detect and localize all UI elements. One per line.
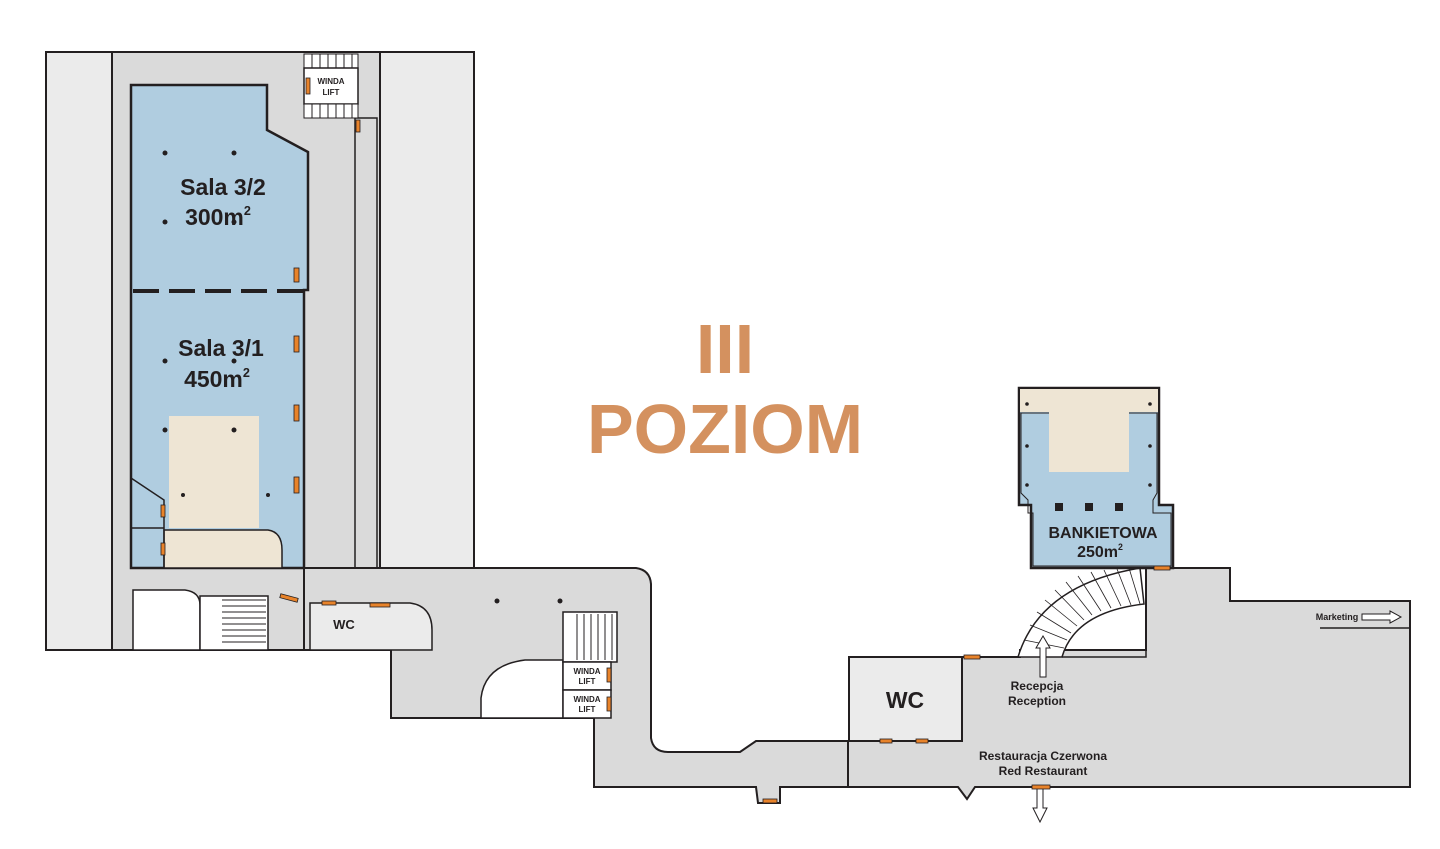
stage-front <box>163 529 283 569</box>
spiral-staircase-steps <box>1023 567 1141 649</box>
left-light-strip <box>45 51 113 651</box>
reception-label-en: Reception <box>1008 694 1066 708</box>
wc-large-room <box>848 656 963 742</box>
lift-top-pl: WINDA <box>317 77 344 86</box>
middle-corridor <box>303 567 963 804</box>
lift-middle-upper <box>562 661 612 691</box>
reception-label-pl: Recepcja <box>1011 679 1064 693</box>
sala-3-1-area: 450m2 <box>184 366 250 392</box>
inner-corridor-rail <box>354 117 378 569</box>
right-inner-wall <box>1062 604 1147 658</box>
wc-small-label: WC <box>333 617 355 632</box>
doors <box>160 77 1171 804</box>
sala-3-2-name: Sala 3/2 <box>180 174 266 200</box>
floor-title-numeral: III <box>696 310 754 388</box>
stairs-left-bottom-steps <box>222 599 266 643</box>
stairs-left-bottom <box>199 595 269 651</box>
restaurant-label-en: Red Restaurant <box>999 764 1088 778</box>
reception-arrow <box>1035 635 1051 678</box>
stairs-middle <box>562 611 618 663</box>
marketing-label: Marketing <box>1316 612 1359 622</box>
banquet-stage <box>1049 412 1129 472</box>
columns-left <box>162 150 270 497</box>
column-mid-1 <box>494 598 500 604</box>
restaurant-arrow <box>1032 785 1048 824</box>
lift-middle-upper-pl: WINDA <box>573 667 600 676</box>
stairs-top-2-steps <box>311 104 353 118</box>
bankietowa-name: BANKIETOWA <box>1048 525 1157 542</box>
right-light-block <box>379 51 475 569</box>
lift-top-en: LIFT <box>323 88 340 97</box>
left-bottom-room <box>132 589 201 651</box>
lift-middle-lower-pl: WINDA <box>573 695 600 704</box>
lift-middle-lower-en: LIFT <box>579 705 596 714</box>
banquet-hall-inner <box>1020 412 1172 567</box>
restaurant-label-pl: Restauracja Czerwona <box>979 749 1107 763</box>
stairs-top-1-steps <box>311 54 353 68</box>
right-corridor <box>847 567 1411 801</box>
stage-sala-3-1 <box>169 416 259 528</box>
marketing-arrow <box>1361 610 1403 624</box>
lift-top <box>303 67 359 105</box>
banquet-columns <box>1025 402 1152 511</box>
sala-3-1-name: Sala 3/1 <box>178 335 264 361</box>
floor-title-word: POZIOM <box>587 390 863 468</box>
wc-small-room <box>309 602 433 651</box>
column-mid-2 <box>557 598 563 604</box>
banquet-top-strip <box>1020 389 1158 412</box>
sala-3-2-area: 300m2 <box>185 204 251 230</box>
lift-middle-upper-en: LIFT <box>579 677 596 686</box>
curved-wall-room <box>480 659 564 719</box>
bankietowa-area: 250m2 <box>1077 542 1123 561</box>
spiral-staircase <box>1016 567 1145 658</box>
stairs-middle-steps <box>576 614 613 660</box>
wc-large-label: WC <box>886 687 924 713</box>
